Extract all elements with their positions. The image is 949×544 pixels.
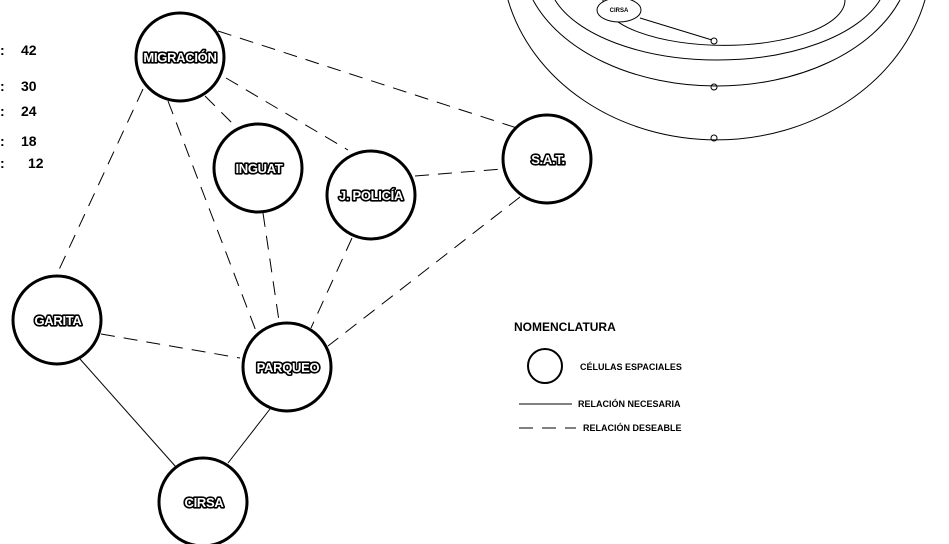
node-garita-label: GARITA <box>34 313 82 328</box>
node-sat-circle <box>501 113 593 205</box>
scale-value-30: 30 <box>21 78 37 94</box>
scale-list: : 42 : 30 : 24 : 18 : 12 <box>0 42 44 171</box>
node-parqueo-label: PARQUEO <box>257 360 320 375</box>
relation-migracion-inguat <box>204 95 233 124</box>
inset-ring-2 <box>554 0 881 61</box>
scale-tick-mark: : <box>0 103 5 119</box>
relation-parqueo-cirsa <box>227 408 271 464</box>
scale-value-18: 18 <box>21 133 37 149</box>
node-cirsa-label: CIRSA <box>185 495 225 510</box>
legend: NOMENCLATURA CÉLULAS ESPACIALES RELACIÓN… <box>514 320 682 433</box>
inset-ring-point-3 <box>710 134 718 142</box>
node-migracion-circle <box>134 11 226 103</box>
relation-inguat-parqueo <box>262 212 280 322</box>
node-policia-circle <box>325 149 417 241</box>
scale-tick-mark: : <box>0 155 5 171</box>
relation-migracion-sat <box>217 30 521 130</box>
necessary-relations <box>79 358 271 468</box>
scale-tick-mark: : <box>0 133 5 149</box>
node-policia-label: J. POLICÍA <box>339 188 404 203</box>
node-garita-circle <box>11 274 103 366</box>
relation-policia-parqueo <box>310 237 353 329</box>
inset-ring-point-1 <box>710 37 718 45</box>
relation-garita-cirsa <box>79 358 177 468</box>
relation-sat-parqueo <box>327 196 521 347</box>
legend-title: NOMENCLATURA <box>514 320 616 334</box>
node-inguat-circle <box>212 122 304 214</box>
relation-migracion-garita <box>56 88 144 275</box>
node-labels: MIGRACIÓN INGUAT J. POLICÍA S.A.T. GARIT… <box>33 48 567 511</box>
inset-ring-4 <box>507 0 926 141</box>
spatial-cells <box>11 11 593 544</box>
inset-connector <box>639 17 713 41</box>
scale-value-42: 42 <box>21 42 37 58</box>
inset-ring-point-2 <box>710 83 718 91</box>
node-inguat-label: INGUAT <box>235 161 282 176</box>
scale-tick-mark: : <box>0 78 5 94</box>
node-parqueo-circle <box>241 321 333 413</box>
legend-desirable-label: RELACIÓN DESEABLE <box>583 422 682 433</box>
scale-tick-mark: : <box>0 42 5 58</box>
inset-cirsa-label: CIRSA <box>610 8 629 14</box>
scale-value-24: 24 <box>21 103 37 119</box>
inset-cirsa-ellipse <box>596 0 642 23</box>
node-cirsa-circle <box>157 456 249 544</box>
legend-cells-label: CÉLULAS ESPACIALES <box>580 362 682 372</box>
inset-ring-diagram <box>507 0 926 142</box>
relation-migracion-policia <box>225 77 349 151</box>
node-sat-label: S.A.T. <box>531 152 565 167</box>
node-migracion-label: MIGRACIÓN <box>143 50 216 65</box>
legend-necessary-label: RELACIÓN NECESARIA <box>578 398 681 409</box>
relation-garita-parqueo <box>100 333 241 359</box>
legend-cell-symbol <box>527 348 563 384</box>
scale-value-12: 12 <box>28 155 44 171</box>
desirable-relations <box>56 30 521 359</box>
relation-policia-sat <box>414 168 503 177</box>
relation-migracion-parqueo <box>167 100 257 332</box>
